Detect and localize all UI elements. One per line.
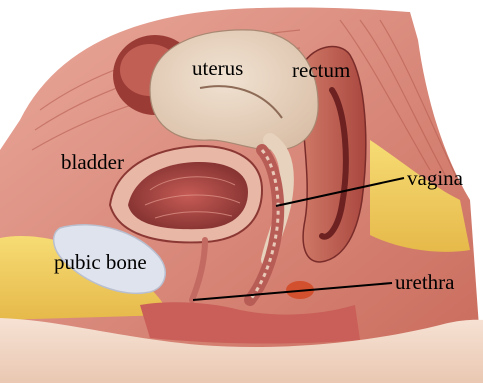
label-uterus: uterus [192,58,243,79]
label-bladder: bladder [61,152,124,173]
label-rectum: rectum [292,60,350,81]
uterus-shape [150,30,318,150]
label-pubic-bone: pubic bone [54,252,147,273]
label-urethra: urethra [395,272,454,293]
label-vagina: vagina [407,168,463,189]
